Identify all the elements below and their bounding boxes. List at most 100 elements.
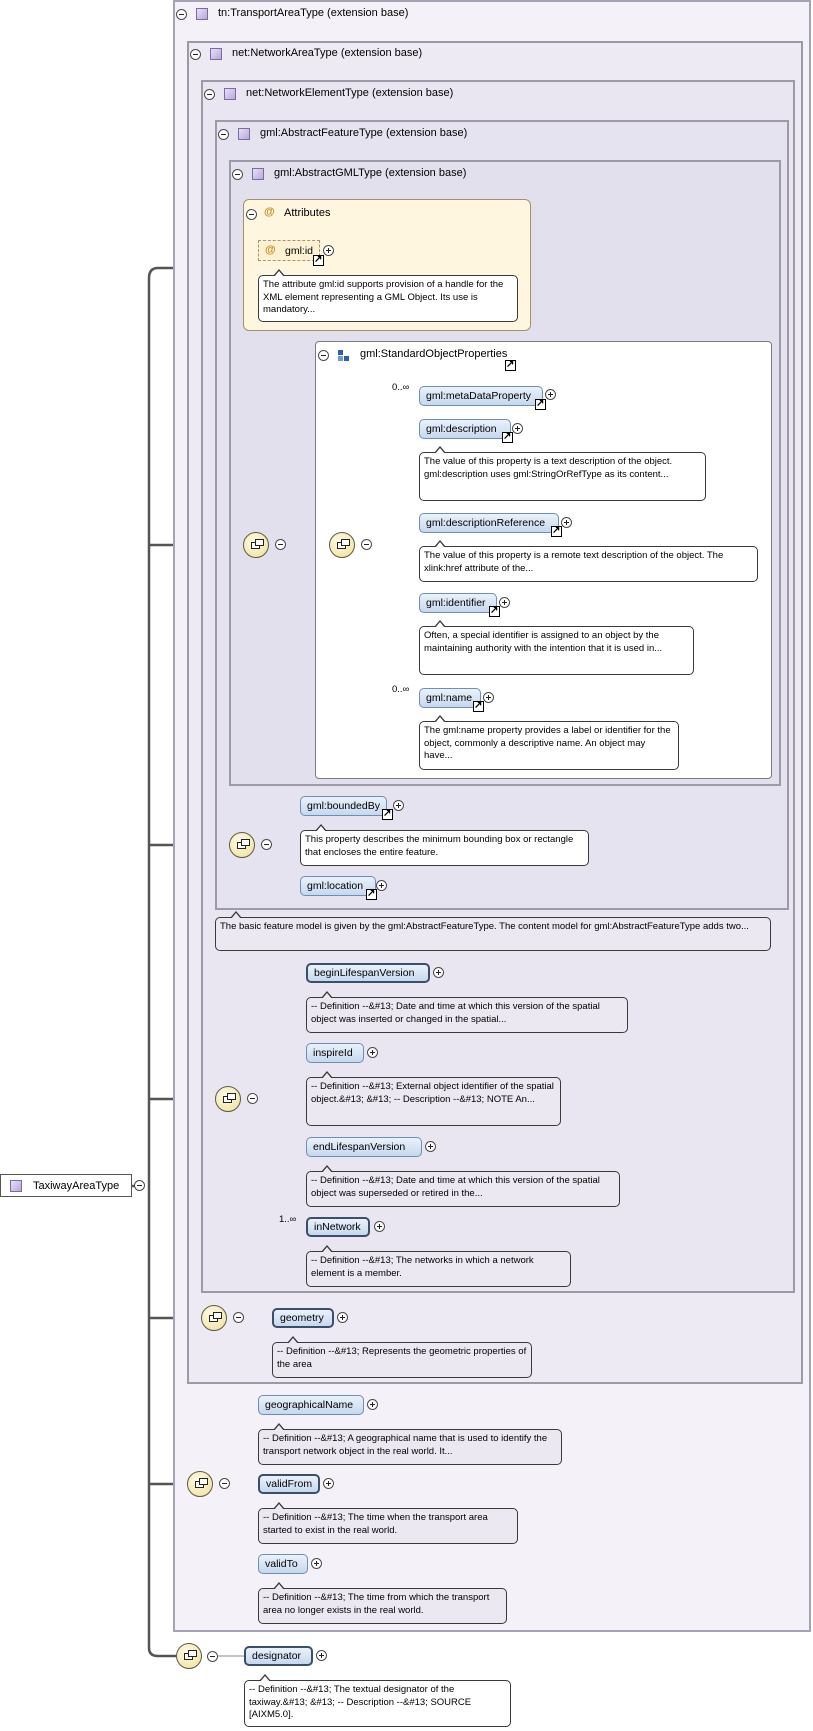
expand-toggle[interactable]: [433, 967, 444, 978]
collapse-toggle[interactable]: [246, 209, 257, 220]
element-valid-from[interactable]: validFrom: [258, 1474, 320, 1494]
expand-toggle[interactable]: [512, 423, 523, 434]
collapse-toggle[interactable]: [261, 839, 272, 850]
note-identifier: Often, a special identifier is assigned …: [419, 620, 694, 675]
multiplicity: 1..∞: [279, 1214, 297, 1225]
root-element-taxiway-area-type[interactable]: TaxiwayAreaType: [0, 1174, 132, 1197]
element-geographical-name[interactable]: geographicalName: [258, 1395, 364, 1415]
header-network-area-type: net:NetworkAreaType (extension base): [190, 47, 630, 65]
expand-toggle[interactable]: [545, 389, 556, 400]
header-network-element-type: net:NetworkElementType (extension base): [204, 87, 624, 105]
type-label: net:NetworkElementType (extension base): [246, 87, 454, 99]
attribute-gml-id[interactable]: @ gml:id: [258, 240, 320, 261]
note-begin-lifespan-version: -- Definition --&#13; Date and time at w…: [306, 991, 628, 1033]
expand-toggle[interactable]: [323, 245, 334, 256]
multiplicity: 0..∞: [392, 684, 410, 695]
group-label: gml:StandardObjectProperties: [360, 348, 508, 360]
link-icon[interactable]: [505, 358, 516, 372]
collapse-toggle[interactable]: [207, 1651, 218, 1662]
element-designator[interactable]: designator: [244, 1646, 313, 1666]
element-name[interactable]: gml:name: [419, 688, 481, 708]
note-feature: The basic feature model is given by the …: [215, 911, 771, 951]
element-inspire-id[interactable]: inspireId: [306, 1043, 364, 1063]
expand-toggle[interactable]: [316, 1650, 327, 1661]
expand-toggle[interactable]: [367, 1399, 378, 1410]
link-icon[interactable]: [502, 430, 513, 444]
sequence-compositor-icon: [201, 1305, 227, 1331]
attribute-icon: @: [264, 206, 275, 218]
complex-type-icon: [238, 128, 250, 140]
header-standard-object-properties: gml:StandardObjectProperties: [318, 348, 558, 366]
header-abstract-feature-type: gml:AbstractFeatureType (extension base): [218, 127, 618, 145]
note-description: The value of this property is a text des…: [419, 446, 706, 501]
element-identifier[interactable]: gml:identifier: [419, 593, 497, 613]
collapse-toggle[interactable]: [247, 1093, 258, 1104]
sequence-compositor-icon: [229, 832, 255, 858]
sequence-compositor-icon: [187, 1471, 213, 1497]
type-label: gml:AbstractGMLType (extension base): [274, 167, 467, 179]
link-icon[interactable]: [551, 524, 562, 538]
element-valid-to[interactable]: validTo: [258, 1554, 308, 1574]
note-end-lifespan-version: -- Definition --&#13; Date and time at w…: [306, 1165, 620, 1207]
note-designator: -- Definition --&#13; The textual design…: [244, 1674, 511, 1727]
note-geometry: -- Definition --&#13; Represents the geo…: [272, 1336, 532, 1378]
expand-toggle[interactable]: [374, 1221, 385, 1232]
expand-toggle[interactable]: [367, 1047, 378, 1058]
note-geographical-name: -- Definition --&#13; A geographical nam…: [258, 1423, 562, 1465]
element-in-network[interactable]: inNetwork: [306, 1217, 370, 1237]
expand-toggle[interactable]: [393, 800, 404, 811]
link-icon[interactable]: [473, 699, 484, 713]
element-location[interactable]: gml:location: [300, 876, 376, 896]
link-icon[interactable]: [366, 887, 377, 901]
sequence-compositor-icon: [243, 532, 269, 558]
element-begin-lifespan-version[interactable]: beginLifespanVersion: [306, 963, 430, 983]
multiplicity: 0..∞: [392, 382, 410, 393]
expand-toggle[interactable]: [311, 1558, 322, 1569]
collapse-toggle[interactable]: [233, 1312, 244, 1323]
complex-type-icon: [224, 88, 236, 100]
type-label: net:NetworkAreaType (extension base): [232, 47, 423, 59]
link-icon[interactable]: [382, 807, 393, 821]
note-inspire-id: -- Definition --&#13; External object id…: [306, 1071, 561, 1126]
note-valid-to: -- Definition --&#13; The time from whic…: [258, 1582, 507, 1624]
complex-type-icon: [210, 48, 222, 60]
expand-toggle[interactable]: [483, 692, 494, 703]
element-description-reference[interactable]: gml:descriptionReference: [419, 513, 559, 533]
choice-compositor-icon: [329, 532, 355, 558]
complex-type-icon: [10, 1180, 22, 1192]
note-boundedby: This property describes the minimum boun…: [300, 824, 589, 866]
collapse-toggle[interactable]: [204, 89, 215, 100]
collapse-toggle[interactable]: [218, 129, 229, 140]
collapse-toggle[interactable]: [361, 539, 372, 550]
element-boundedby[interactable]: gml:boundedBy: [300, 796, 387, 816]
element-geometry[interactable]: geometry: [272, 1308, 334, 1328]
collapse-toggle[interactable]: [275, 539, 286, 550]
collapse-toggle[interactable]: [176, 9, 187, 20]
collapse-toggle[interactable]: [318, 350, 329, 361]
element-metadataproperty[interactable]: gml:metaDataProperty: [419, 386, 543, 406]
expand-toggle[interactable]: [561, 517, 572, 528]
note-description-reference: The value of this property is a remote t…: [419, 540, 758, 582]
expand-toggle[interactable]: [499, 597, 510, 608]
element-description[interactable]: gml:description: [419, 419, 511, 439]
expand-toggle[interactable]: [337, 1312, 348, 1323]
collapse-toggle[interactable]: [190, 49, 201, 60]
link-icon[interactable]: [535, 397, 546, 411]
expand-toggle[interactable]: [425, 1141, 436, 1152]
collapse-toggle[interactable]: [134, 1180, 145, 1191]
link-icon[interactable]: [489, 604, 500, 618]
note-name: The gml:name property provides a label o…: [419, 715, 679, 770]
element-end-lifespan-version[interactable]: endLifespanVersion: [306, 1137, 422, 1157]
attributes-header: @ Attributes: [246, 206, 446, 225]
type-label: gml:AbstractFeatureType (extension base): [260, 127, 468, 139]
expand-toggle[interactable]: [323, 1478, 334, 1489]
collapse-toggle[interactable]: [219, 1478, 230, 1489]
header-abstract-gml-type: gml:AbstractGMLType (extension base): [232, 167, 612, 185]
attribute-label: gml:id: [285, 245, 314, 257]
complex-type-icon: [196, 8, 208, 20]
link-icon[interactable]: [313, 253, 324, 267]
collapse-toggle[interactable]: [232, 169, 243, 180]
complex-type-icon: [252, 168, 264, 180]
expand-toggle[interactable]: [376, 880, 387, 891]
note-gml-id: The attribute gml:id supports provision …: [258, 269, 518, 322]
